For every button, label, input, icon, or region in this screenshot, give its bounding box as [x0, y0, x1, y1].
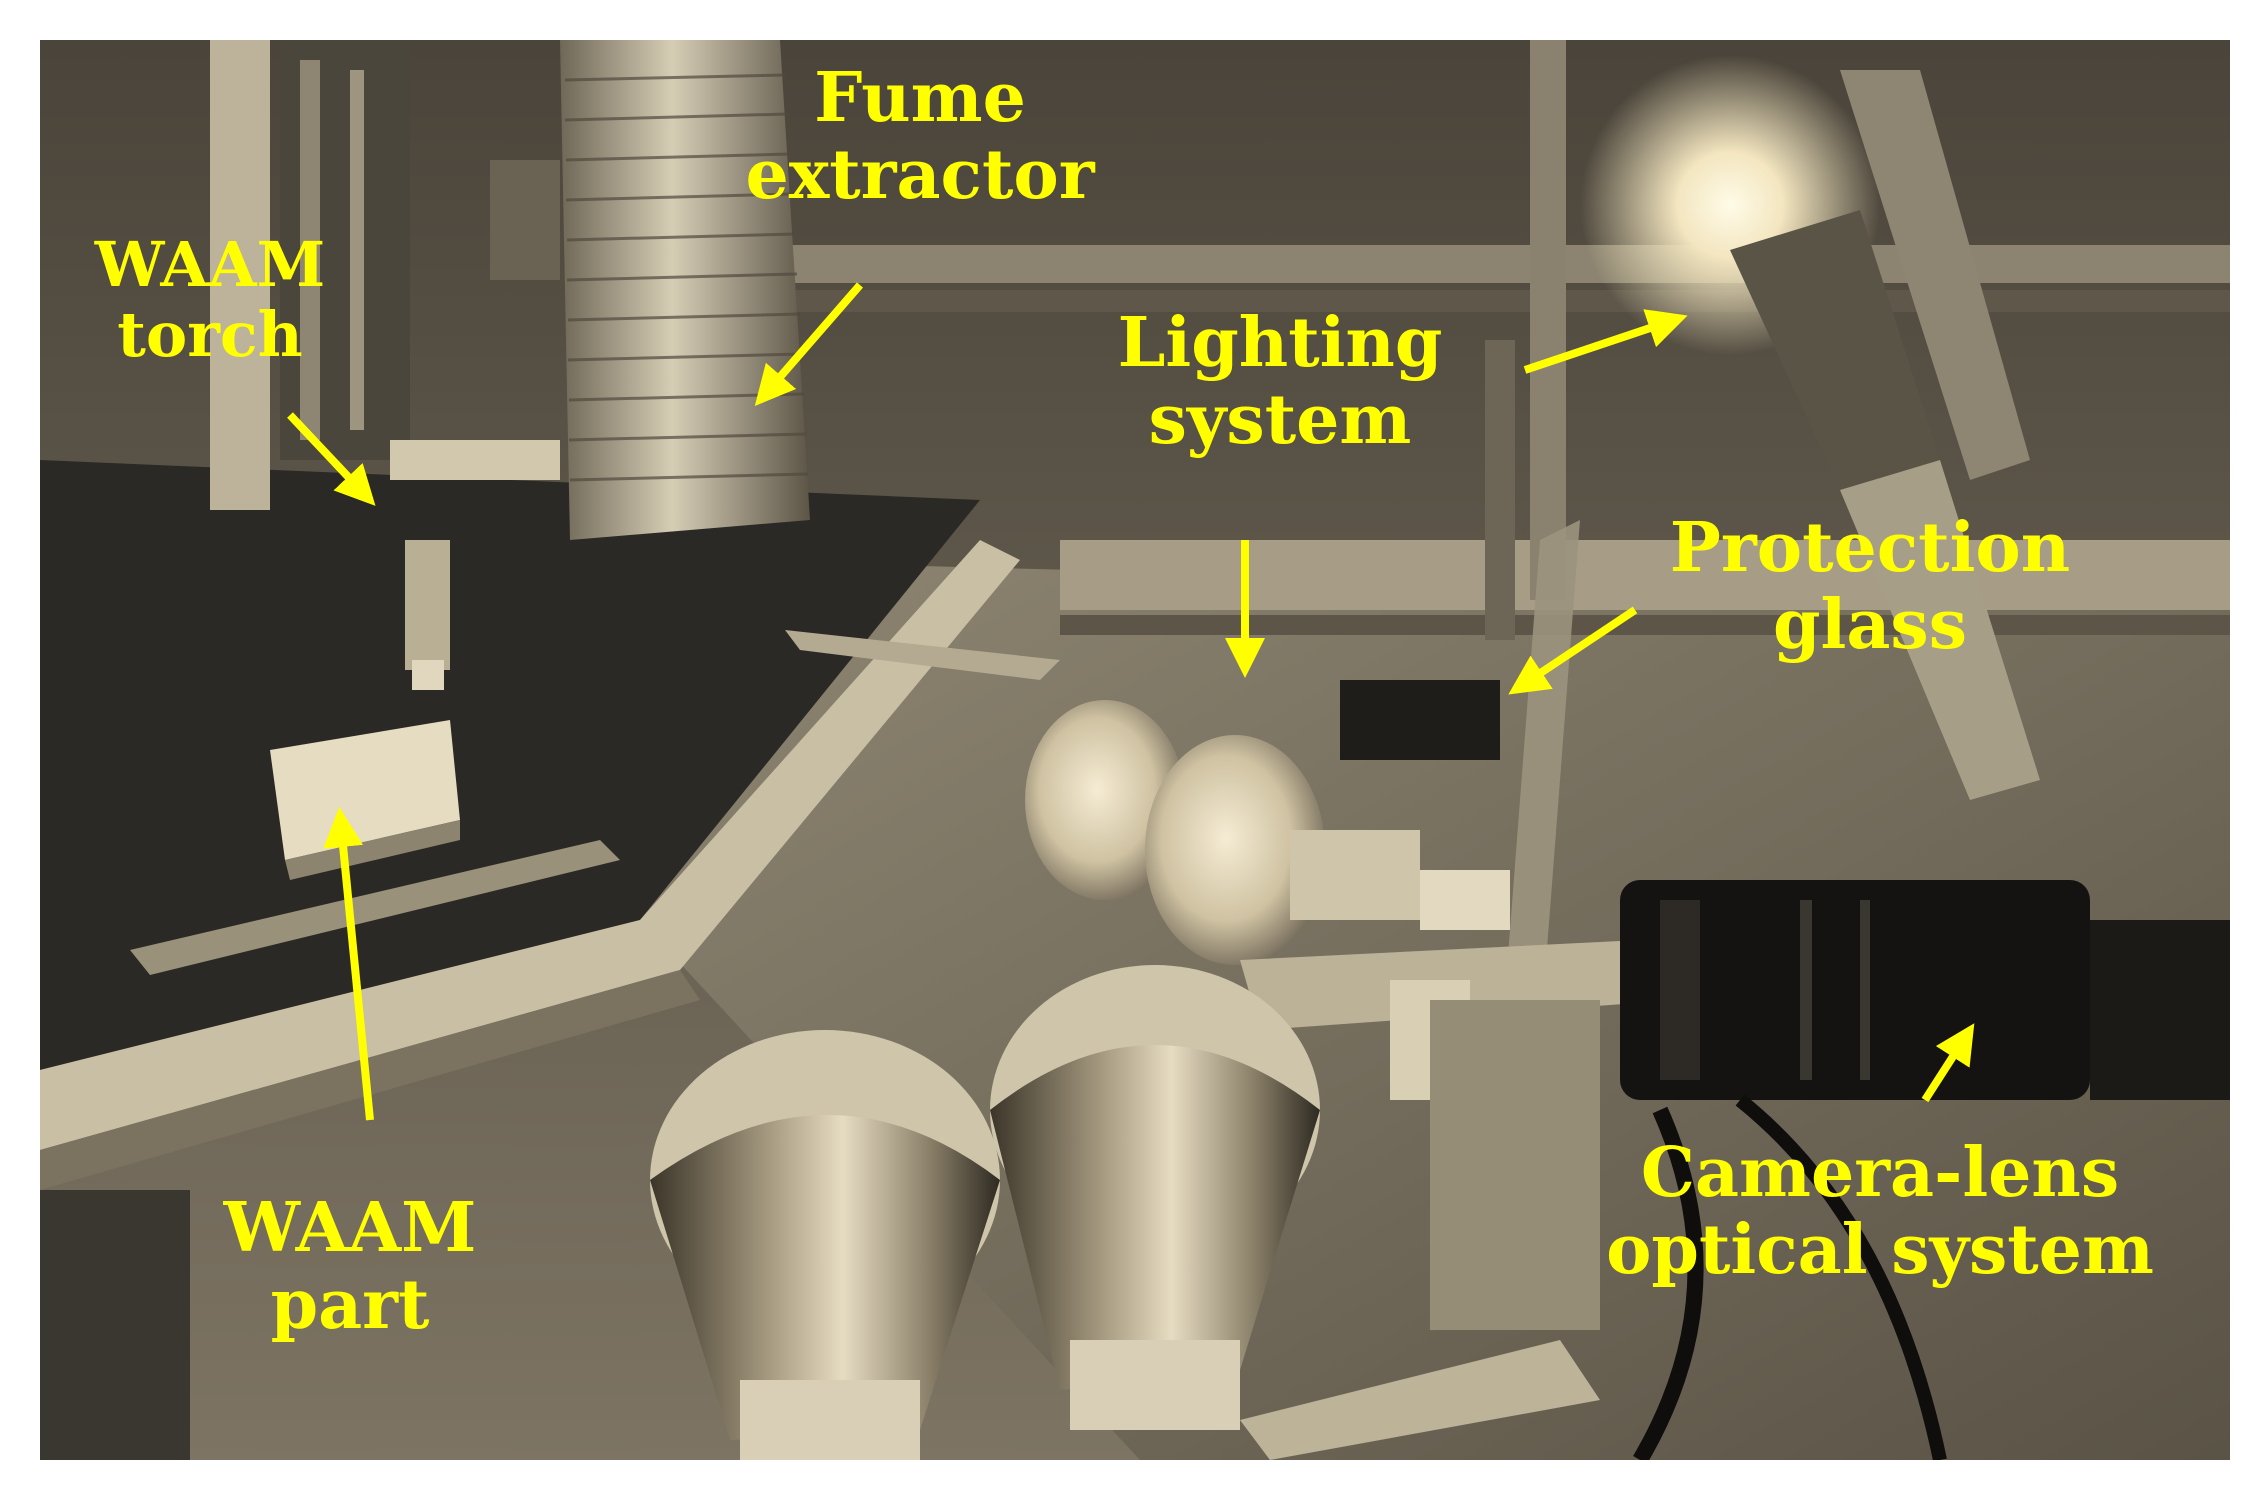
label-fume-extractor: Fume extractor: [690, 60, 1150, 214]
arrow-waam-torch: [287, 412, 376, 506]
annotation-arrows: [287, 282, 1975, 1121]
label-waam-part-line2: part: [270, 1264, 430, 1345]
label-waam-part: WAAM part: [180, 1190, 520, 1344]
photo-figure: Fume extractor WAAM torch Lighting syste…: [40, 40, 2230, 1460]
label-lighting-system: Lighting system: [1090, 305, 1470, 459]
label-waam-part-line1: WAAM: [223, 1188, 477, 1268]
label-waam-torch: WAAM torch: [60, 228, 360, 372]
arrow-waam-part: [323, 807, 374, 1121]
label-protection-glass-line1: Protection: [1669, 508, 2071, 588]
lab-setup-photo: [40, 40, 2230, 1460]
arrow-lighting-system-top: [1523, 309, 1688, 374]
label-fume-extractor-line2: extractor: [745, 134, 1095, 215]
arrow-fume-extractor: [754, 282, 864, 407]
label-waam-torch-line2: torch: [117, 298, 303, 372]
arrow-protection-glass: [1508, 606, 1638, 695]
label-protection-glass: Protection glass: [1610, 510, 2130, 664]
label-camera-lens-line1: Camera-lens: [1640, 1133, 2120, 1213]
label-lighting-system-line1: Lighting: [1117, 303, 1443, 383]
label-fume-extractor-line1: Fume: [814, 58, 1026, 138]
label-camera-lens-line2: optical system: [1606, 1209, 2154, 1290]
label-waam-torch-line1: WAAM: [94, 228, 326, 301]
label-lighting-system-line2: system: [1148, 379, 1412, 460]
label-camera-lens: Camera-lens optical system: [1540, 1135, 2220, 1289]
arrow-camera-lens: [1921, 1023, 1975, 1103]
label-protection-glass-line2: glass: [1772, 584, 1967, 665]
